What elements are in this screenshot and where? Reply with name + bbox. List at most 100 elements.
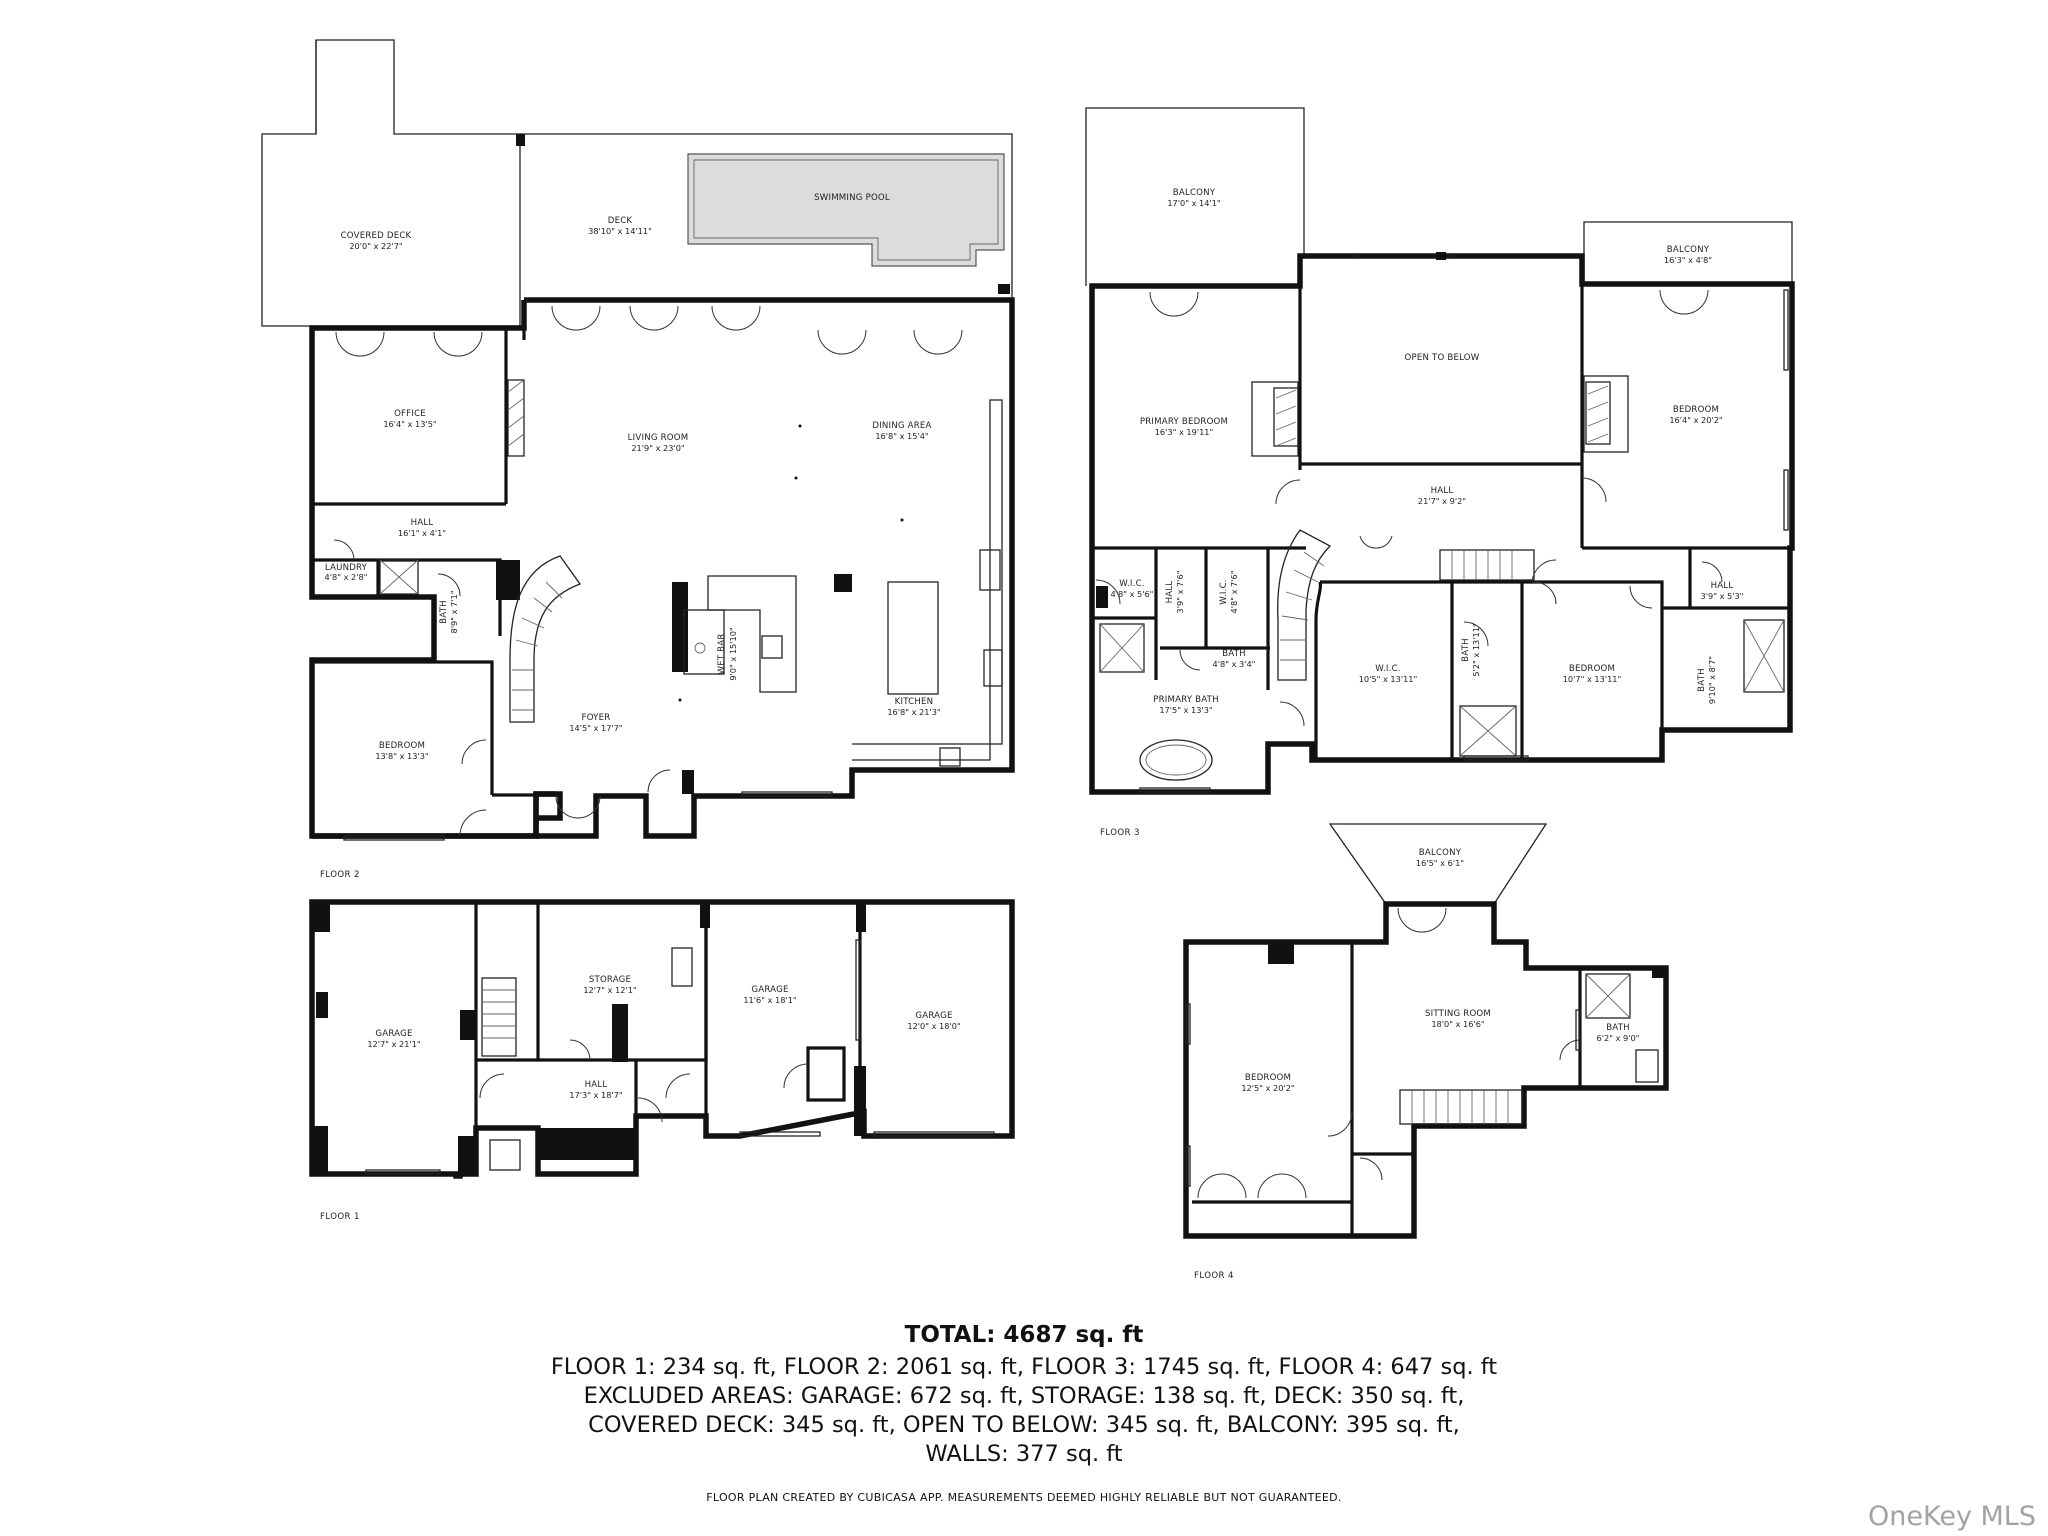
room-name: OPEN TO BELOW bbox=[1405, 353, 1480, 363]
room-name: BEDROOM bbox=[1569, 664, 1615, 674]
room-name: BEDROOM bbox=[379, 741, 425, 751]
room-name: BALCONY bbox=[1419, 848, 1462, 858]
floor-1-plan bbox=[309, 899, 1015, 1179]
room-dims: 13'8" x 13'3" bbox=[375, 751, 428, 761]
room-name: GARAGE bbox=[915, 1011, 952, 1021]
room-dims: 16'5" x 6'1" bbox=[1416, 858, 1464, 868]
room-dims: 16'4" x 20'2" bbox=[1669, 415, 1722, 425]
room-dims: 3'9" x 7'6" bbox=[1175, 571, 1185, 614]
room-name: WET BAR bbox=[717, 633, 727, 674]
room-dims: 17'5" x 13'3" bbox=[1159, 705, 1212, 715]
room-dims: 4'8" x 3'4" bbox=[1213, 659, 1256, 669]
summary-line: COVERED DECK: 345 sq. ft, OPEN TO BELOW:… bbox=[588, 1412, 1460, 1438]
room-name: BALCONY bbox=[1667, 245, 1710, 255]
room-name: BEDROOM bbox=[1673, 405, 1719, 415]
balcony-4-outline bbox=[1328, 823, 1548, 905]
summary-line: EXCLUDED AREAS: GARAGE: 672 sq. ft, STOR… bbox=[583, 1383, 1465, 1409]
room-name: STORAGE bbox=[589, 975, 631, 985]
room-dims: 20'0" x 22'7" bbox=[349, 241, 402, 251]
covered-deck-outline bbox=[261, 39, 521, 327]
room-dims: 4'8" x 5'6" bbox=[1111, 589, 1154, 599]
floor-2-staircase bbox=[509, 555, 582, 723]
room-dims: 16'4" x 13'5" bbox=[383, 419, 436, 429]
floor-label: FLOOR 2 bbox=[320, 870, 360, 880]
room-name: OFFICE bbox=[394, 409, 426, 419]
room-dims: 16'8" x 15'4" bbox=[875, 431, 928, 441]
room-name: BATH bbox=[1606, 1023, 1630, 1033]
room-name: BATH bbox=[1222, 649, 1246, 659]
bathtub bbox=[1139, 739, 1213, 781]
summary-line: WALLS: 377 sq. ft bbox=[925, 1441, 1123, 1467]
room-name: LIVING ROOM bbox=[628, 433, 689, 443]
room-name: DECK bbox=[608, 216, 633, 226]
room-name: BALCONY bbox=[1173, 188, 1216, 198]
floor-4-staircase bbox=[1399, 1089, 1523, 1125]
room-dims: 17'3" x 18'7" bbox=[569, 1090, 622, 1100]
balcony-outline bbox=[1085, 107, 1305, 286]
room-name: W.I.C. bbox=[1375, 664, 1400, 674]
room-name: PRIMARY BATH bbox=[1153, 695, 1219, 705]
room-name: PRIMARY BEDROOM bbox=[1140, 417, 1228, 427]
floor-1-staircase bbox=[481, 977, 517, 1057]
room-name: GARAGE bbox=[375, 1029, 412, 1039]
room-dims: 16'3" x 19'11" bbox=[1155, 427, 1214, 437]
room-name: HALL bbox=[1711, 581, 1734, 591]
room-dims: 14'5" x 17'7" bbox=[569, 723, 622, 733]
room-name: KITCHEN bbox=[895, 697, 934, 707]
room-dims: 9'10" x 8'7" bbox=[1707, 656, 1717, 704]
room-name: COVERED DECK bbox=[341, 231, 412, 241]
room-name: SWIMMING POOL bbox=[814, 193, 890, 203]
room-labels: COVERED DECK 20'0" x 22'7" DECK 38'10" x… bbox=[325, 188, 1744, 1100]
room-dims: 21'7" x 9'2" bbox=[1418, 496, 1466, 506]
room-dims: 16'3" x 4'8" bbox=[1664, 255, 1712, 265]
floor-2-plan bbox=[261, 39, 1015, 841]
room-dims: 16'1" x 4'1" bbox=[398, 528, 446, 538]
room-dims: 21'9" x 23'0" bbox=[631, 443, 684, 453]
room-dims: 9'0" x 15'10" bbox=[728, 627, 738, 680]
floor-4-plan bbox=[1183, 823, 1669, 1239]
floor-labels: FLOOR 2 FLOOR 3 FLOOR 1 FLOOR 4 bbox=[320, 828, 1234, 1281]
room-name: HALL bbox=[411, 518, 434, 528]
room-dims: 4'8" x 7'6" bbox=[1229, 571, 1239, 614]
kitchen-island bbox=[887, 581, 939, 695]
room-name: W.I.C. bbox=[1119, 579, 1144, 589]
floor-3-outer-wall bbox=[1089, 253, 1795, 795]
room-dims: 4'8" x 2'8" bbox=[325, 572, 368, 582]
room-name: LAUNDRY bbox=[325, 563, 368, 573]
room-name: BEDROOM bbox=[1245, 1073, 1291, 1083]
room-dims: 6'2" x 9'0" bbox=[1597, 1033, 1640, 1043]
summary-line: FLOOR 1: 234 sq. ft, FLOOR 2: 2061 sq. f… bbox=[550, 1354, 1498, 1380]
room-name: HALL bbox=[585, 1080, 608, 1090]
deck-outline bbox=[520, 133, 1013, 328]
room-name: SITTING ROOM bbox=[1425, 1009, 1491, 1019]
room-name: BATH bbox=[439, 600, 449, 624]
room-name: W.I.C. bbox=[1219, 579, 1229, 604]
room-dims: 3'9" x 5'3" bbox=[1701, 591, 1744, 601]
room-dims: 17'0" x 14'1" bbox=[1167, 198, 1220, 208]
total-area: TOTAL: 4687 sq. ft bbox=[904, 1322, 1144, 1348]
floor-3-plan bbox=[1085, 107, 1795, 795]
floor-4-outer-wall bbox=[1183, 901, 1669, 1239]
room-dims: 12'7" x 21'1" bbox=[367, 1039, 420, 1049]
brand-watermark: OneKey MLS bbox=[1868, 1501, 2036, 1532]
room-name: FOYER bbox=[582, 713, 611, 723]
room-name: DINING AREA bbox=[872, 421, 931, 431]
room-dims: 10'7" x 13'11" bbox=[1563, 674, 1622, 684]
room-dims: 8'9" x 7'1" bbox=[449, 591, 459, 634]
room-name: GARAGE bbox=[751, 985, 788, 995]
floor-3-staircase bbox=[1277, 529, 1332, 681]
room-dims: 10'5" x 13'11" bbox=[1359, 674, 1418, 684]
floor-label: FLOOR 1 bbox=[320, 1212, 360, 1222]
room-name: HALL bbox=[1165, 581, 1175, 604]
floor-label: FLOOR 4 bbox=[1194, 1271, 1234, 1281]
room-dims: 12'0" x 18'0" bbox=[907, 1021, 960, 1031]
room-dims: 38'10" x 14'11" bbox=[588, 226, 652, 236]
room-name: HALL bbox=[1431, 486, 1454, 496]
room-dims: 5'2" x 13'11" bbox=[1471, 623, 1481, 676]
room-dims: 12'5" x 20'2" bbox=[1241, 1083, 1294, 1093]
room-dims: 12'7" x 12'1" bbox=[583, 985, 636, 995]
room-dims: 11'6" x 18'1" bbox=[743, 995, 796, 1005]
disclaimer: FLOOR PLAN CREATED BY CUBICASA APP. MEAS… bbox=[706, 1491, 1342, 1504]
floor-label: FLOOR 3 bbox=[1100, 828, 1140, 838]
